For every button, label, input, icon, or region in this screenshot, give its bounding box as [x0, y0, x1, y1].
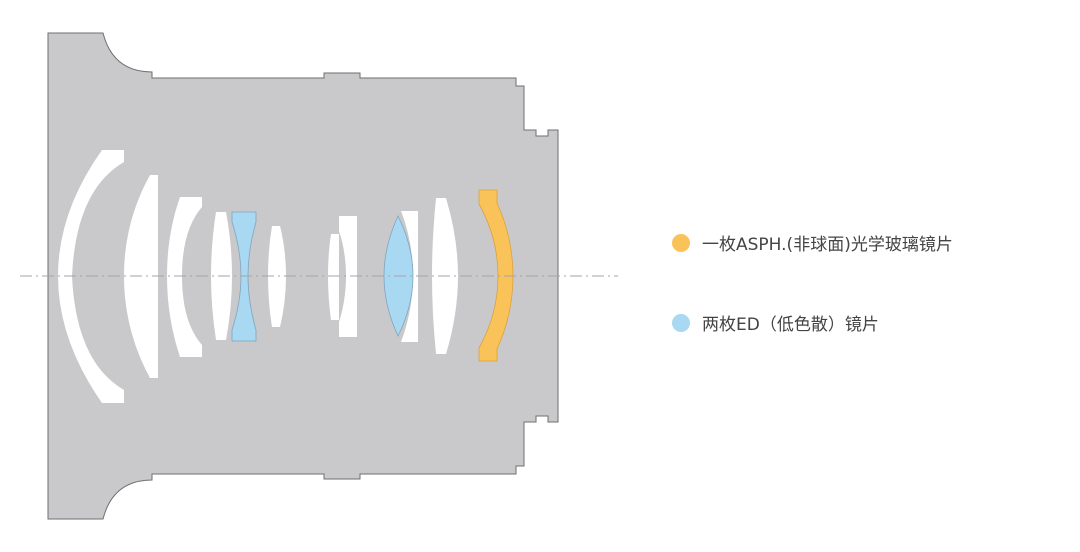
lens-element-9 — [401, 211, 418, 342]
legend-dot-ed-icon — [672, 313, 690, 332]
legend-item-ed: 两枚ED（低色散）镜片 — [672, 310, 879, 335]
lens-element-asph — [478, 189, 514, 362]
lens-element-7 — [328, 234, 339, 320]
lens-element-1 — [58, 150, 124, 403]
lens-barrel — [47, 32, 559, 520]
legend-dot-asph-icon — [672, 233, 690, 252]
legend-label-ed: 两枚ED（低色散）镜片 — [702, 315, 879, 335]
legend-item-asph: 一枚ASPH.(非球面)光学玻璃镜片 — [672, 230, 953, 255]
lens-element-6 — [268, 226, 286, 327]
lens-element-8 — [339, 216, 357, 337]
lens-element-3 — [167, 197, 202, 357]
legend-label-asph: 一枚ASPH.(非球面)光学玻璃镜片 — [702, 235, 953, 255]
